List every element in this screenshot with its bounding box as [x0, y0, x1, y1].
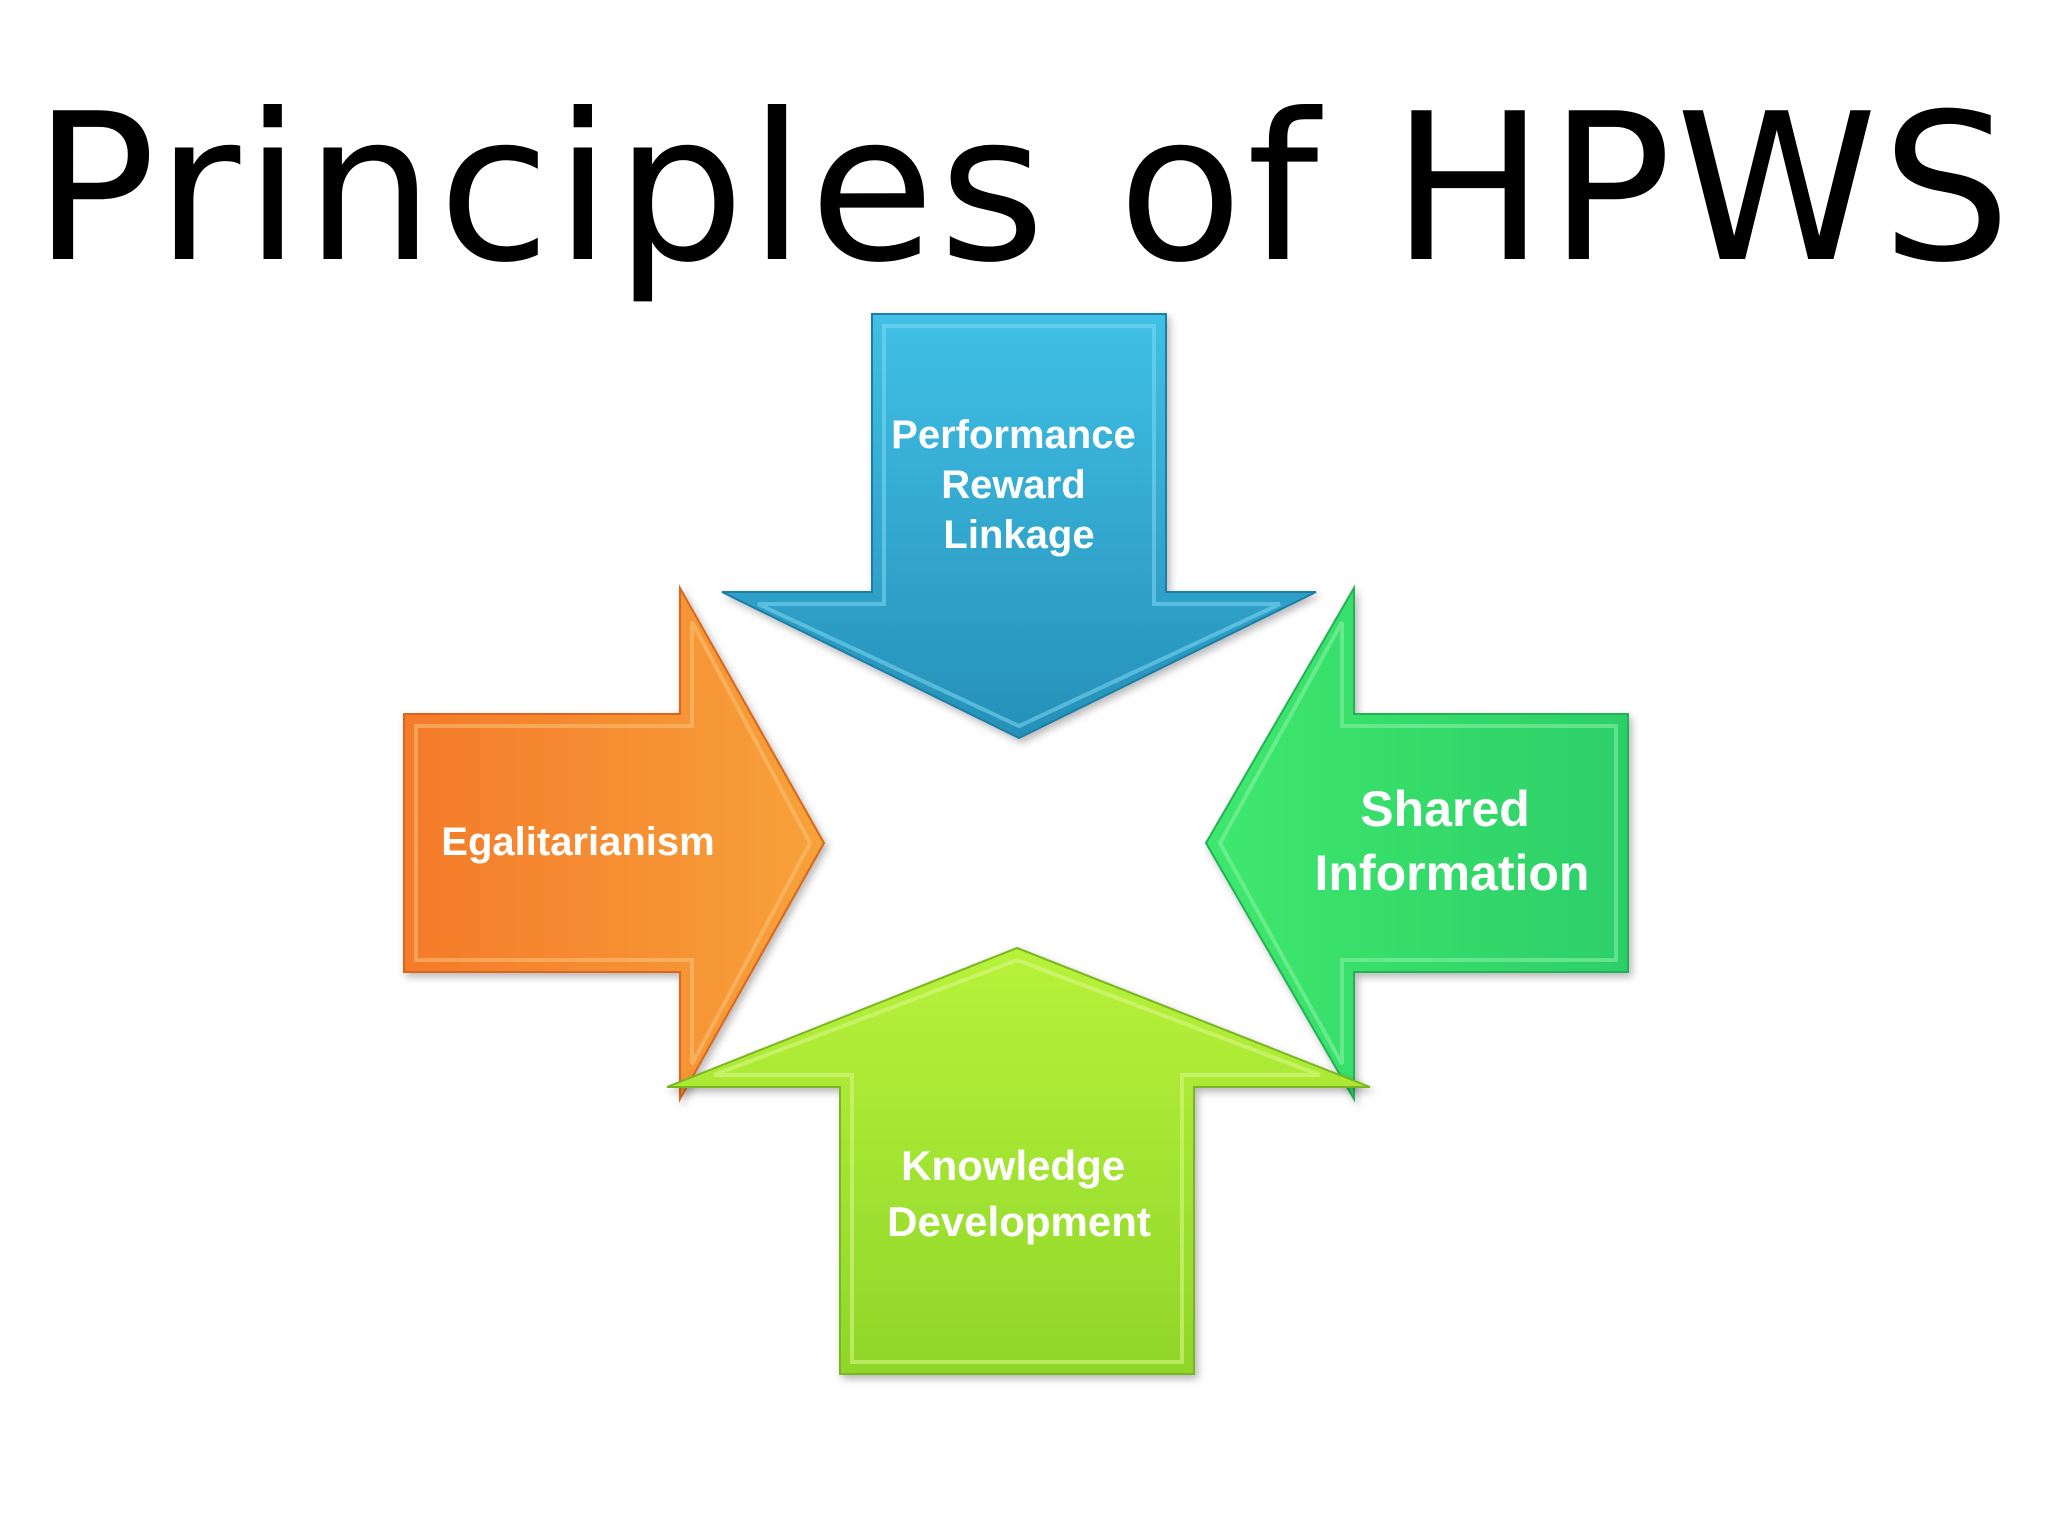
arrow-bottom-label: Knowledge Development [887, 1142, 1151, 1245]
arrow-top-label: Performance Reward Linkage [891, 413, 1147, 557]
arrow-top-label-line-2: Reward [941, 463, 1086, 507]
arrow-left-bevel [414, 621, 813, 1065]
arrow-top-label-line-1: Performance [891, 413, 1136, 457]
arrow-bottom-label-line-2: Development [887, 1198, 1151, 1245]
arrow-left-label: Egalitarianism [441, 820, 714, 864]
arrow-right [1204, 584, 1629, 1103]
arrow-right-shape [1204, 584, 1629, 1103]
arrow-bottom [666, 946, 1371, 1375]
slide-title: Principles of HPWS [32, 71, 2015, 308]
arrow-top-bevel [757, 324, 1281, 729]
arrow-top [721, 313, 1317, 740]
arrow-top-shape [721, 313, 1317, 740]
arrow-right-label-line-2: Information [1315, 845, 1590, 901]
arrow-bottom-shape [666, 946, 1371, 1375]
arrow-top-label-line-3: Linkage [943, 513, 1094, 557]
arrow-right-label: Shared Information [1315, 781, 1590, 901]
arrow-left-label-line-1: Egalitarianism [441, 820, 714, 864]
arrow-bottom-bevel [713, 957, 1321, 1364]
arrow-right-label-line-1: Shared [1360, 781, 1530, 837]
arrow-right-bevel [1217, 621, 1618, 1065]
arrow-left-shape [403, 584, 826, 1103]
arrow-left [403, 584, 826, 1103]
arrow-bottom-label-line-1: Knowledge [901, 1142, 1125, 1189]
